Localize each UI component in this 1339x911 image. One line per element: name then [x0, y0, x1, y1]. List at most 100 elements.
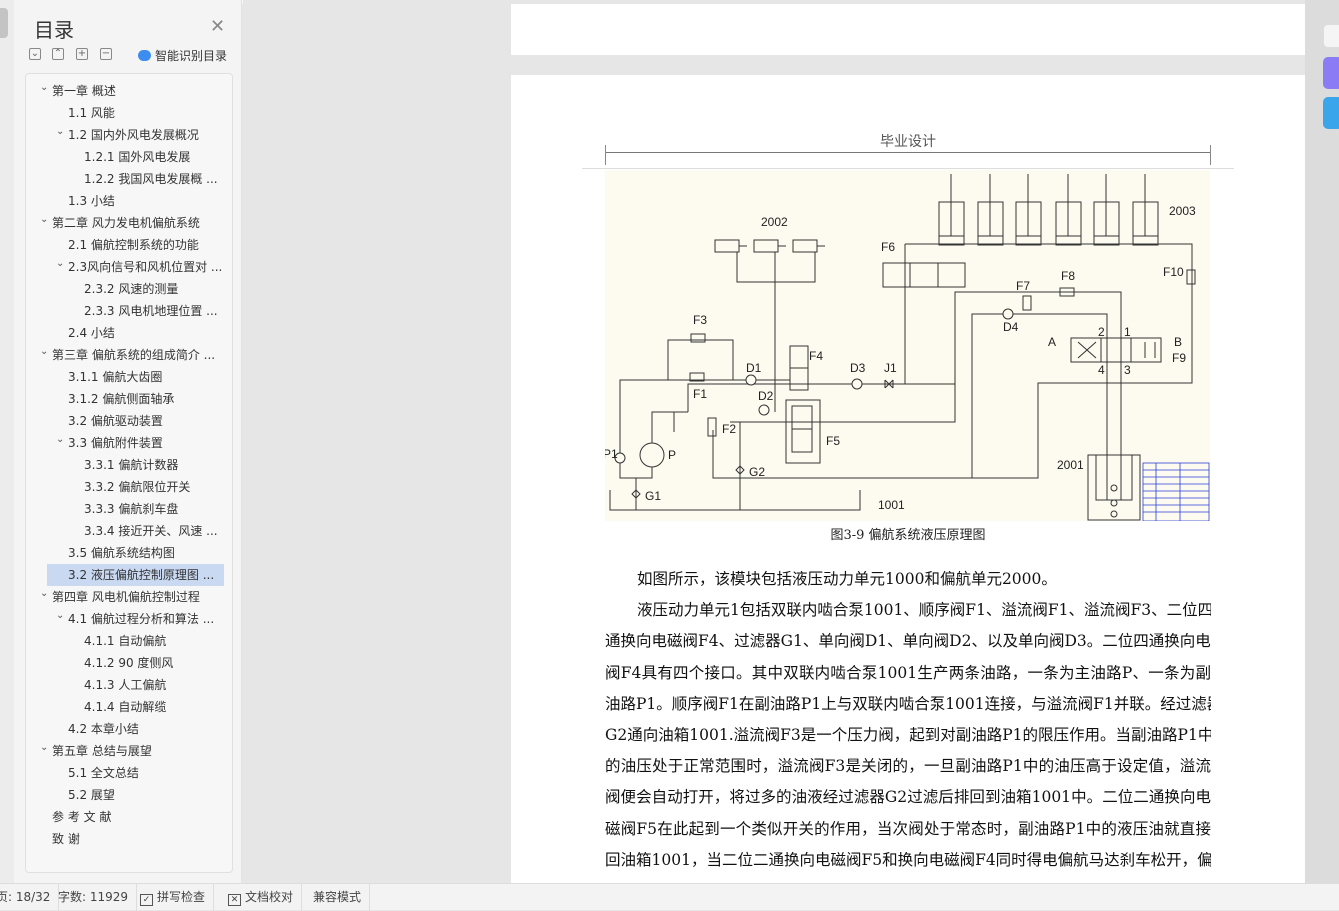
label-2001: 2001 [1057, 458, 1084, 472]
label-port-3: 3 [1124, 363, 1131, 377]
left-scrollbar[interactable] [0, 0, 14, 883]
label-P: P [668, 448, 676, 462]
page-count[interactable]: 页: 18/32 [0, 884, 60, 911]
toc-item[interactable]: 1.2.2 我国风电发展概 ... [26, 168, 232, 190]
label-port-2: 2 [1098, 325, 1105, 339]
x-box-icon: ✕ [228, 894, 241, 906]
toc-item-label: 1.3 小结 [68, 194, 115, 208]
toc-item[interactable]: 2.1 偏航控制系统的功能 [26, 234, 232, 256]
toc-item-label: 3.5 偏航系统结构图 [68, 546, 175, 560]
toc-item-label: 参 考 文 献 [52, 810, 112, 824]
toc-item-label: 2.3.2 风速的测量 [84, 282, 179, 296]
toc-item[interactable]: 3.2 偏航驱动装置 [26, 410, 232, 432]
expand-up-icon[interactable]: ⌃ [52, 48, 64, 60]
toc-item[interactable]: 4.1.1 自动偏航 [26, 630, 232, 652]
toc-item-label: 第三章 偏航系统的组成简介 ... [52, 348, 216, 362]
chevron-down-icon[interactable]: ⌄ [56, 258, 65, 269]
toc-item[interactable]: ⌄2.3风向信号和风机位置对 ... [26, 256, 232, 278]
toc-item[interactable]: ⌄第五章 总结与展望 [26, 740, 232, 762]
smart-toc-button[interactable]: 智能识别目录 [138, 47, 227, 64]
right-toolbar [1305, 0, 1339, 883]
add-icon[interactable]: + [76, 48, 88, 60]
hydraulic-diagram: 2002 2003 2001 1001 F3 F1 F2 F4 F5 F6 F7… [605, 170, 1210, 521]
toc-item-label: 2.3风向信号和风机位置对 ... [68, 260, 223, 274]
toc-item[interactable]: 3.1.1 偏航大齿圈 [26, 366, 232, 388]
collapse-all-icon[interactable]: ⌄ [29, 48, 41, 60]
toc-item[interactable]: 3.5 偏航系统结构图 [26, 542, 232, 564]
label-P1: P1 [605, 447, 618, 461]
proofread-label: 文档校对 [245, 890, 294, 904]
toc-item[interactable]: 参 考 文 献 [26, 806, 232, 828]
scrollbar-thumb[interactable] [0, 8, 8, 38]
document-page: 毕业设计 [511, 75, 1305, 883]
doc-tool-purple-button[interactable] [1323, 57, 1339, 89]
word-count[interactable]: 字数: 11929 [58, 884, 138, 911]
toc-item[interactable]: 4.2 本章小结 [26, 718, 232, 740]
toc-item[interactable]: 4.1.4 自动解缆 [26, 696, 232, 718]
chevron-down-icon[interactable]: ⌄ [56, 126, 65, 137]
label-D4: D4 [1003, 320, 1019, 334]
toc-list: ⌄第一章 概述 1.1 风能 ⌄1.2 国内外风电发展概况 1.2.1 国外风电发展 1… [25, 73, 233, 873]
toc-item[interactable]: 2.4 小结 [26, 322, 232, 344]
toc-item-label: 3.1.2 偏航侧面轴承 [68, 392, 175, 406]
toc-item[interactable]: ⌄第二章 风力发电机偏航系统 [26, 212, 232, 234]
toc-item[interactable]: 5.2 展望 [26, 784, 232, 806]
toc-item[interactable]: ⌄3.3 偏航附件装置 [26, 432, 232, 454]
doc-tool-blue-button[interactable] [1323, 97, 1339, 129]
label-F8: F8 [1061, 269, 1075, 283]
scroll-top-icon[interactable] [1323, 24, 1339, 48]
status-bar: 页: 18/32 字数: 11929 ✓拼写检查 ✕ 文档校对 兼容模式 [0, 883, 1339, 911]
toc-item-label: 4.1.2 90 度侧风 [84, 656, 174, 670]
remove-icon[interactable]: − [100, 48, 112, 60]
toc-item-label: 1.2.1 国外风电发展 [84, 150, 191, 164]
toc-item[interactable]: 2.3.2 风速的测量 [26, 278, 232, 300]
toc-item[interactable]: 3.3.4 接近开关、风速 ... [26, 520, 232, 542]
cylinders-2002 [714, 239, 825, 412]
chevron-down-icon[interactable]: ⌄ [40, 742, 49, 753]
toc-item[interactable]: ⌄1.2 国内外风电发展概况 [26, 124, 232, 146]
label-F5: F5 [826, 434, 840, 448]
toc-item[interactable]: 3.3.3 偏航刹车盘 [26, 498, 232, 520]
chevron-down-icon[interactable]: ⌄ [40, 82, 49, 93]
chevron-down-icon[interactable]: ⌄ [40, 588, 49, 599]
toc-item-label: 3.3.1 偏航计数器 [84, 458, 179, 472]
toc-item-label: 3.3.3 偏航刹车盘 [84, 502, 179, 516]
previous-page [511, 4, 1305, 55]
spell-check-button[interactable]: ✓拼写检查 [140, 884, 215, 911]
toc-item[interactable]: ⌄第三章 偏航系统的组成简介 ... [26, 344, 232, 366]
label-F2: F2 [722, 422, 736, 436]
toc-item[interactable]: 3.1.2 偏航侧面轴承 [26, 388, 232, 410]
toc-item[interactable]: ⌄第一章 概述 [26, 80, 232, 102]
compat-mode[interactable]: 兼容模式 [313, 884, 371, 911]
toc-item[interactable]: 1.3 小结 [26, 190, 232, 212]
toc-item[interactable]: 4.1.3 人工偏航 [26, 674, 232, 696]
toc-item-label: 第四章 风电机偏航控制过程 [52, 590, 200, 604]
toc-item[interactable]: ⌄第四章 风电机偏航控制过程 [26, 586, 232, 608]
toc-item-label: 1.1 风能 [68, 106, 115, 120]
chevron-down-icon[interactable]: ⌄ [56, 434, 65, 445]
toc-item[interactable]: 5.1 全文总结 [26, 762, 232, 784]
toc-item[interactable]: 3.2 液压偏航控制原理图 ... [47, 564, 224, 586]
figure-caption: 图3-9 偏航系统液压原理图 [830, 528, 986, 543]
margin-mark [1210, 145, 1211, 165]
chevron-down-icon[interactable]: ⌄ [56, 610, 65, 621]
toc-item[interactable]: 1.1 风能 [26, 102, 232, 124]
proofread-button[interactable]: ✕ 文档校对 [228, 884, 303, 911]
toc-item[interactable]: 3.3.1 偏航计数器 [26, 454, 232, 476]
toc-item-label: 3.2 液压偏航控制原理图 ... [68, 568, 215, 582]
chevron-down-icon[interactable]: ⌄ [40, 346, 49, 357]
toc-item[interactable]: ⌄4.1 偏航过程分析和算法 ... [26, 608, 232, 630]
body-line: 液压动力单元1包括双联内啮合泵1001、顺序阀F1、溢流阀F1、溢流阀F3、二位… [637, 601, 1211, 620]
toc-item-label: 4.1.1 自动偏航 [84, 634, 167, 648]
close-icon[interactable]: ✕ [210, 16, 226, 37]
toc-item[interactable]: 致 谢 [26, 828, 232, 850]
body-line: 阀F4具有四个接口。其中双联内啮合泵1001生产两条油路，一条为主油路P、一条为… [605, 663, 1211, 682]
chevron-down-icon[interactable]: ⌄ [40, 214, 49, 225]
toc-item-label: 4.2 本章小结 [68, 722, 139, 736]
toc-item[interactable]: 3.3.2 偏航限位开关 [26, 476, 232, 498]
toc-item[interactable]: 4.1.2 90 度侧风 [26, 652, 232, 674]
toc-item[interactable]: 1.2.1 国外风电发展 [26, 146, 232, 168]
body-line: 回油箱1001，当二位二通换向电磁阀F5和换向电磁阀F4同时得电偏航马达刹车松开… [605, 850, 1211, 869]
toc-item[interactable]: 2.3.3 风电机地理位置 ... [26, 300, 232, 322]
body-line: 阀便会自动打开，将过多的油液经过滤器G2过滤后排回到油箱1001中。二位二通换向… [605, 788, 1211, 807]
